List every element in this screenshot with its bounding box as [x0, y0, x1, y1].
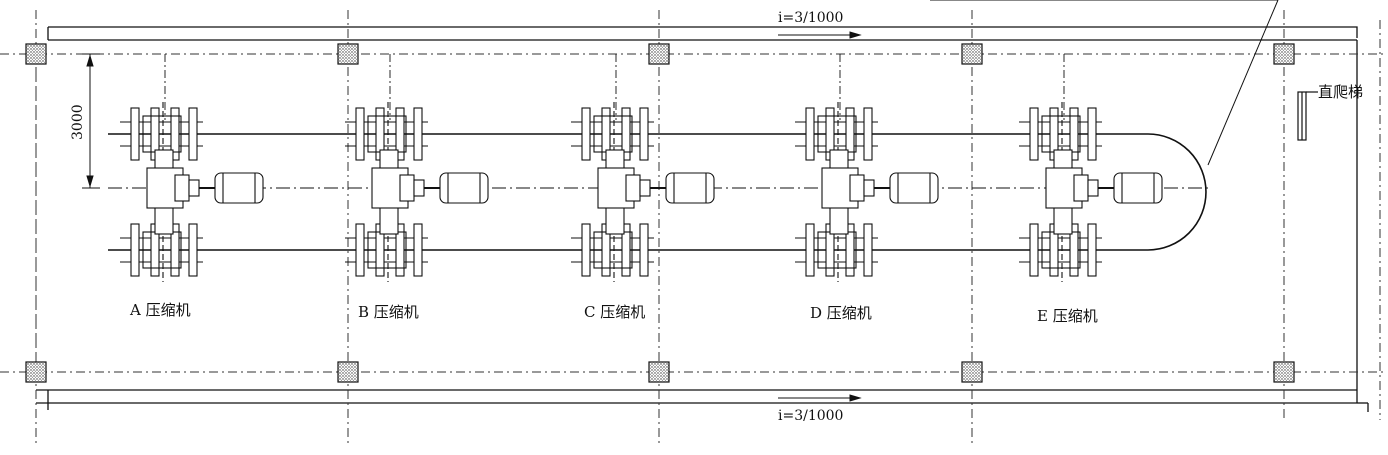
column-5-top	[1273, 43, 1295, 65]
slope-label-bottom: i=3/1000	[778, 408, 843, 424]
compressor-label-c: C 压缩机	[584, 303, 646, 321]
slope-arrows	[778, 31, 862, 402]
ladder	[1297, 91, 1318, 141]
platform-outline	[36, 26, 1369, 412]
column-3-bottom	[648, 361, 670, 383]
column-2-top	[337, 43, 359, 65]
slope-label-top: i=3/1000	[778, 10, 843, 26]
column-2-bottom	[337, 361, 359, 383]
columns	[25, 43, 1295, 383]
compressor-units	[120, 54, 1163, 282]
compressor-unit-b	[345, 54, 489, 282]
dimension-label: 3000	[70, 104, 86, 140]
compressor-unit-d	[795, 54, 939, 282]
column-4-bottom	[961, 361, 983, 383]
dimension-line	[82, 53, 100, 189]
compressor-label-e: E 压缩机	[1037, 307, 1098, 325]
compressor-unit-e	[1019, 54, 1163, 282]
compressor-label-b: B 压缩机	[358, 303, 419, 321]
pipelines	[108, 133, 1210, 251]
column-5-bottom	[1273, 361, 1295, 383]
axis-grid	[0, 10, 1385, 445]
column-3-top	[648, 43, 670, 65]
compressor-unit-a	[120, 54, 264, 282]
column-4-top	[961, 43, 983, 65]
compressor-label-a: A 压缩机	[130, 301, 191, 319]
compressor-unit-c	[571, 54, 715, 282]
column-1-bottom	[25, 361, 47, 383]
column-1-top	[25, 43, 47, 65]
compressor-label-d: D 压缩机	[810, 304, 872, 322]
ladder-label: 直爬梯	[1318, 83, 1363, 101]
leader-line	[930, 0, 1279, 166]
